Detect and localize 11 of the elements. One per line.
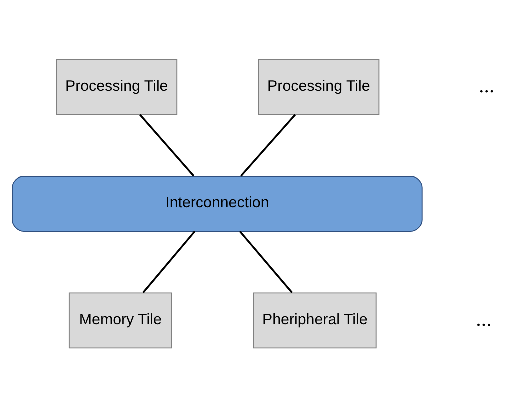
label: ... — [476, 307, 492, 332]
connector — [139, 114, 195, 177]
node-box: Processing Tile — [258, 59, 380, 116]
node-box: Interconnection — [12, 176, 423, 232]
node-box: Pheripheral Tile — [253, 292, 377, 349]
label: ... — [479, 74, 495, 98]
connector — [142, 230, 196, 294]
node-box: Processing Tile — [56, 59, 178, 116]
node-box: Memory Tile — [68, 292, 172, 349]
connector — [240, 114, 296, 177]
connector — [239, 230, 293, 294]
